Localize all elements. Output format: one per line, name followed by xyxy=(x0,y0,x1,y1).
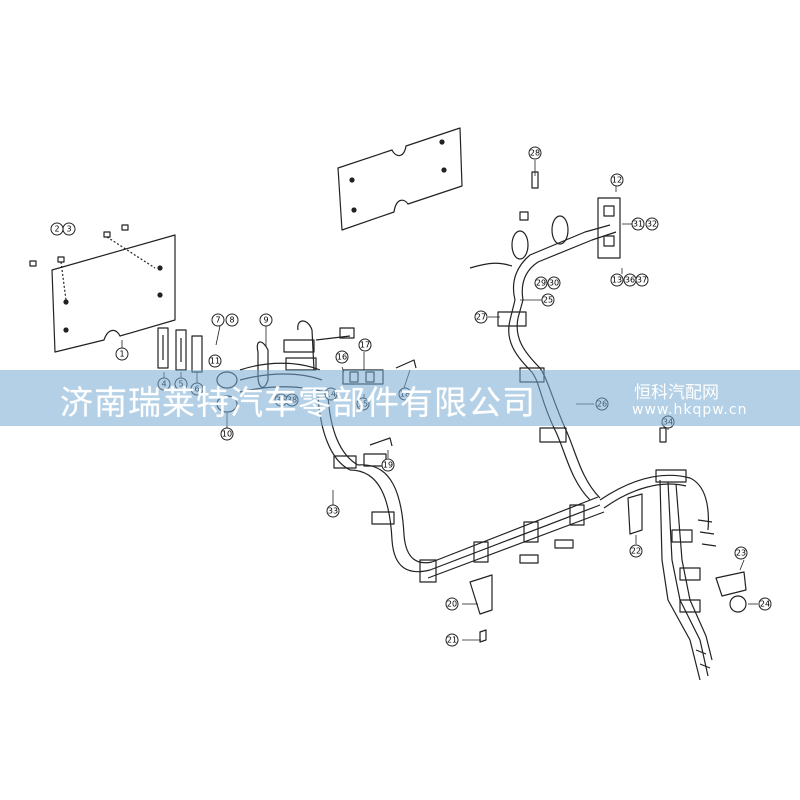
panel-upper xyxy=(337,127,463,231)
callout-7: 7 xyxy=(215,316,220,325)
callout-19: 19 xyxy=(383,461,393,470)
callout-24: 24 xyxy=(760,600,770,609)
callout-25: 25 xyxy=(543,296,553,305)
callout-10: 10 xyxy=(222,430,232,439)
callout-1: 1 xyxy=(119,350,124,359)
callout-11: 11 xyxy=(210,357,220,366)
callout-28: 28 xyxy=(530,149,540,158)
callout-22: 22 xyxy=(631,547,641,556)
watermark-band xyxy=(0,370,800,426)
watermark-company: 济南瑞莱特汽车零部件有限公司 xyxy=(60,383,536,422)
panel-left xyxy=(51,234,176,353)
callout-8: 8 xyxy=(229,316,234,325)
callout-17: 17 xyxy=(360,341,370,350)
callout-36: 36 xyxy=(625,276,635,285)
callout-30: 30 xyxy=(549,279,559,288)
callout-20: 20 xyxy=(447,600,457,609)
callout-31: 31 xyxy=(633,220,643,229)
callout-3: 3 xyxy=(66,225,71,234)
watermark-url: www.hkqpw.cn xyxy=(632,402,748,418)
callout-2: 2 xyxy=(54,225,59,234)
callout-21: 21 xyxy=(447,636,457,645)
callout-12: 12 xyxy=(612,176,622,185)
callout-27: 27 xyxy=(476,313,486,322)
callout-37: 37 xyxy=(637,276,647,285)
callout-9: 9 xyxy=(263,316,268,325)
callout-13: 13 xyxy=(612,276,622,285)
watermark-brand: 恒科汽配网 xyxy=(634,383,719,403)
callout-29: 29 xyxy=(536,279,546,288)
callout-16: 16 xyxy=(337,353,347,362)
callout-23: 23 xyxy=(736,549,746,558)
callout-32: 32 xyxy=(647,220,657,229)
callout-33: 33 xyxy=(328,507,338,516)
